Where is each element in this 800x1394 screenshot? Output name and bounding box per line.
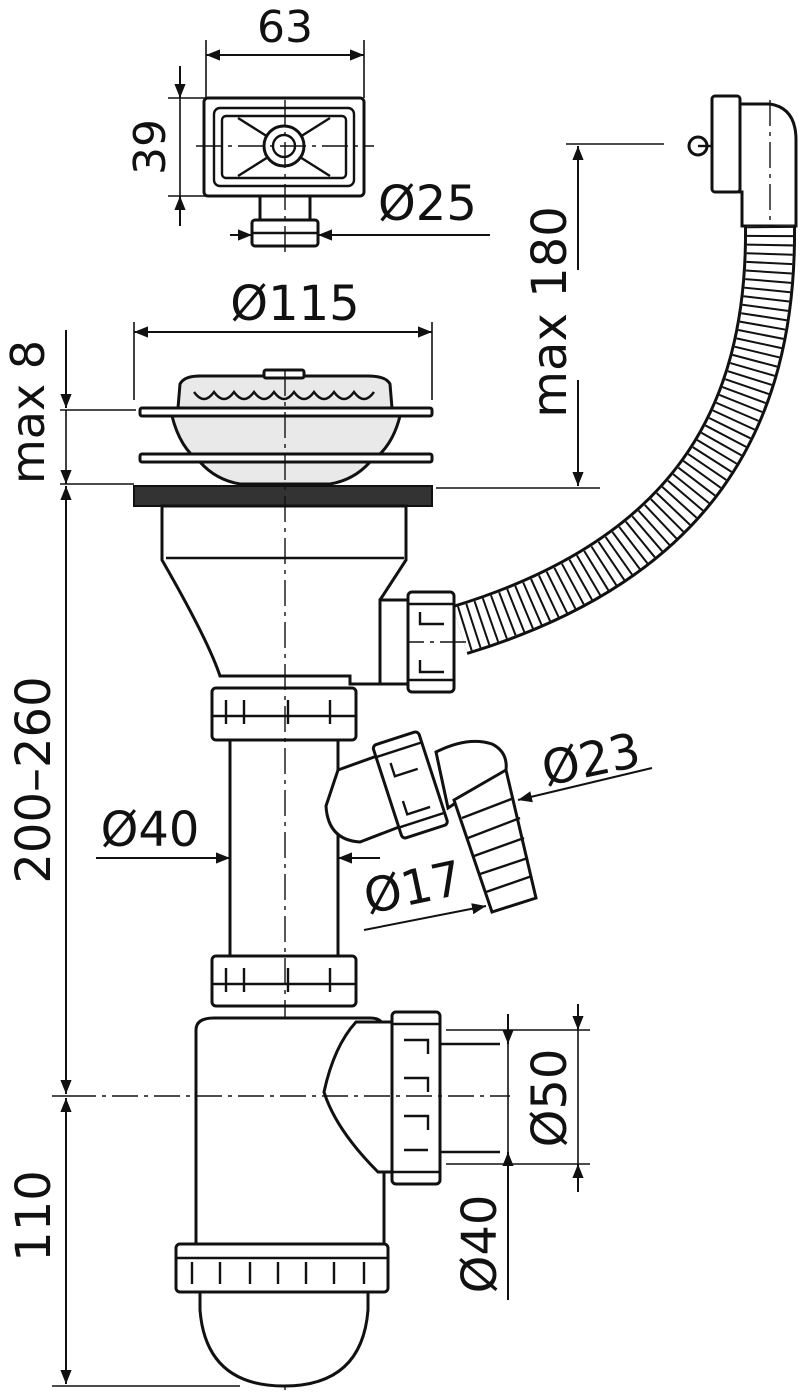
height-dimensions [52, 486, 240, 1387]
label-appliance-hose-outer: Ø23 [537, 722, 645, 797]
bottle-trap [70, 1004, 590, 1388]
label-overflow-outlet: Ø25 [378, 176, 477, 232]
label-hose-length: max 180 [522, 206, 578, 417]
appliance-inlet [324, 730, 653, 931]
label-overflow-height: 39 [125, 119, 176, 175]
label-overflow-width: 63 [257, 2, 313, 53]
label-strainer-diameter: Ø115 [230, 276, 359, 332]
label-bottle-height: 110 [6, 1170, 62, 1262]
tailpiece [160, 370, 410, 1390]
label-outlet-inner: Ø40 [452, 1195, 508, 1294]
label-trap-height: 200–260 [6, 676, 62, 883]
label-appliance-hose-inner: Ø17 [359, 850, 467, 925]
label-flange-height: max 8 [1, 340, 55, 484]
label-outlet-outer: Ø50 [522, 1049, 578, 1148]
label-tube-diameter: Ø40 [101, 802, 200, 858]
overflow-unit [168, 40, 490, 256]
overflow-hose [272, 94, 798, 694]
